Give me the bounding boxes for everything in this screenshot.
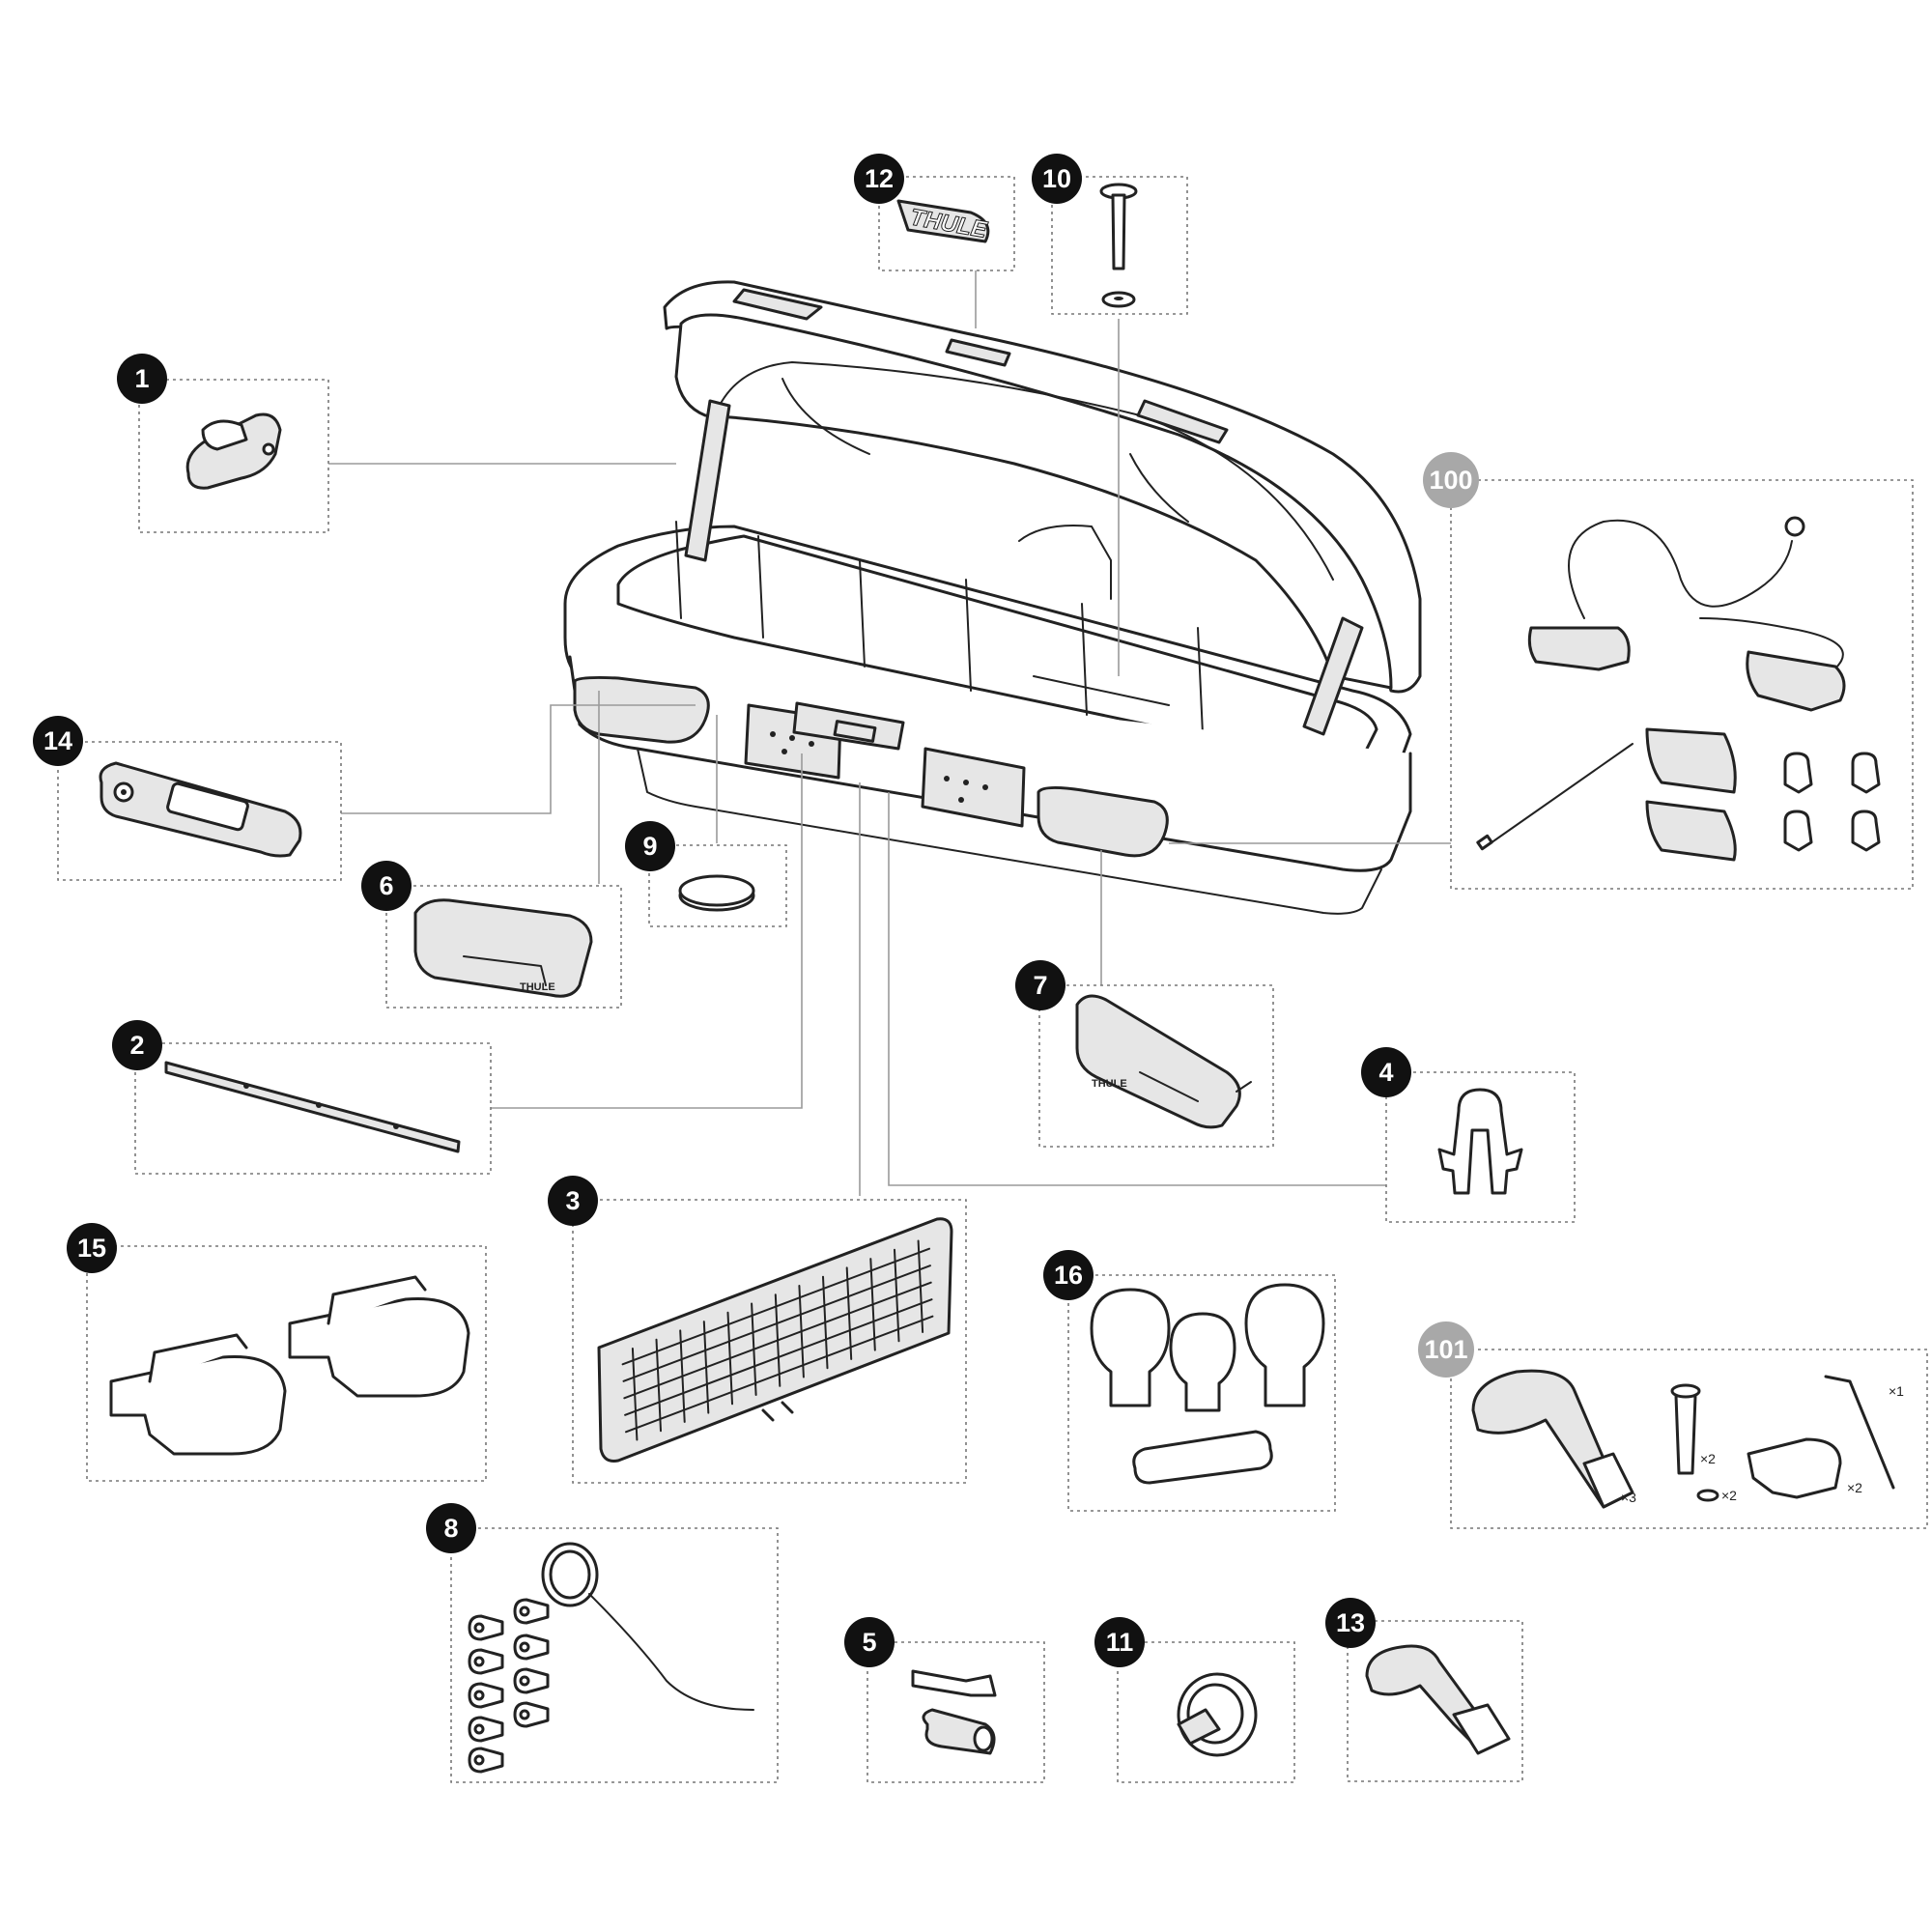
cargo-box <box>563 280 1422 915</box>
part-3 <box>572 1199 967 1484</box>
part-11 <box>1117 1641 1295 1783</box>
callout-badge-16 <box>1043 1250 1094 1300</box>
clip-set <box>1783 752 1881 852</box>
callout-badge-11 <box>1094 1617 1145 1667</box>
callout-10: 10 <box>1042 164 1071 193</box>
callout-14: 14 <box>43 726 72 755</box>
tag-2 <box>513 1598 550 1625</box>
cover-7-logo: THULE <box>1092 1078 1127 1090</box>
callout-badge-2 <box>112 1020 162 1070</box>
part-8 <box>450 1527 779 1783</box>
tag-7 <box>468 1716 504 1743</box>
tag-set <box>468 1598 550 1774</box>
callout-8: 8 <box>443 1514 458 1543</box>
tag-6 <box>513 1667 550 1694</box>
callout-2: 2 <box>129 1031 144 1060</box>
part-4 <box>1385 1071 1576 1223</box>
callout-badge-10 <box>1032 154 1082 204</box>
callout-9: 9 <box>642 832 657 861</box>
part-101: ×3 ×2 ×2 ×2 ×1 <box>1450 1349 1928 1529</box>
tag-hole-7 <box>473 1723 485 1735</box>
tag-hole-3 <box>473 1656 485 1667</box>
part-15 <box>86 1245 487 1482</box>
callout-7: 7 <box>1033 971 1047 1000</box>
tag-hole-8 <box>519 1709 530 1720</box>
callout-badge-7 <box>1015 960 1065 1010</box>
callout-badge-100 <box>1423 452 1479 508</box>
callout-15: 15 <box>77 1234 106 1263</box>
tag-1 <box>468 1614 504 1641</box>
part-13 <box>1347 1620 1523 1782</box>
callout-badge-4 <box>1361 1047 1411 1097</box>
part-100 <box>1450 479 1914 890</box>
part-7: THULE <box>1038 984 1274 1148</box>
callout-1: 1 <box>134 364 149 393</box>
part-6: THULE <box>385 885 622 1009</box>
leader-lines <box>328 270 1451 1196</box>
cover-6-logo: THULE <box>520 981 555 993</box>
callout-11: 11 <box>1106 1628 1134 1657</box>
callout-badge-5 <box>844 1617 895 1667</box>
callout-6: 6 <box>379 871 393 900</box>
tag-3 <box>468 1648 504 1675</box>
qty-key: ×1 <box>1889 1383 1904 1399</box>
tag-hole-4 <box>519 1641 530 1653</box>
callout-101: 101 <box>1424 1335 1467 1364</box>
callout-5: 5 <box>862 1628 876 1657</box>
callout-badge-14 <box>33 716 83 766</box>
callout-badge-13 <box>1325 1598 1376 1648</box>
qty-washer: ×2 <box>1721 1488 1737 1503</box>
callout-4: 4 <box>1378 1058 1393 1087</box>
callout-badges: 1 14 6 9 2 7 4 15 3 16 100 101 8 5 11 13 <box>33 154 1479 1667</box>
part-10 <box>1051 176 1188 315</box>
callout-badge-3 <box>548 1176 598 1226</box>
part-1 <box>138 379 329 533</box>
qty-foot: ×2 <box>1847 1480 1862 1495</box>
tag-hole-1 <box>473 1622 485 1634</box>
tag-5 <box>468 1682 504 1709</box>
part-14 <box>57 741 342 881</box>
callout-13: 13 <box>1336 1608 1365 1637</box>
thule-logo: THULE <box>908 204 989 243</box>
part-5 <box>867 1641 1045 1783</box>
callout-3: 3 <box>565 1186 580 1215</box>
callout-100: 100 <box>1429 466 1472 495</box>
callout-badge-15 <box>67 1223 117 1273</box>
part-2 <box>134 1042 492 1175</box>
tag-4 <box>513 1634 550 1661</box>
qty-strap: ×3 <box>1621 1490 1636 1505</box>
part-16 <box>1067 1274 1336 1512</box>
callout-badge-12 <box>854 154 904 204</box>
callout-badge-9 <box>625 821 675 871</box>
callout-badge-101 <box>1418 1321 1474 1378</box>
tag-hole-6 <box>519 1675 530 1687</box>
callout-badge-1 <box>117 354 167 404</box>
callout-badge-6 <box>361 861 412 911</box>
tag-hole-2 <box>519 1605 530 1617</box>
part-9 <box>648 844 787 927</box>
tag-hole-9 <box>473 1754 485 1766</box>
tag-9 <box>468 1747 504 1774</box>
callout-16: 16 <box>1054 1261 1083 1290</box>
tag-8 <box>513 1701 550 1728</box>
tag-hole-5 <box>473 1690 485 1701</box>
callout-badge-8 <box>426 1503 476 1553</box>
qty-bolt: ×2 <box>1700 1451 1716 1466</box>
callout-12: 12 <box>865 164 894 193</box>
